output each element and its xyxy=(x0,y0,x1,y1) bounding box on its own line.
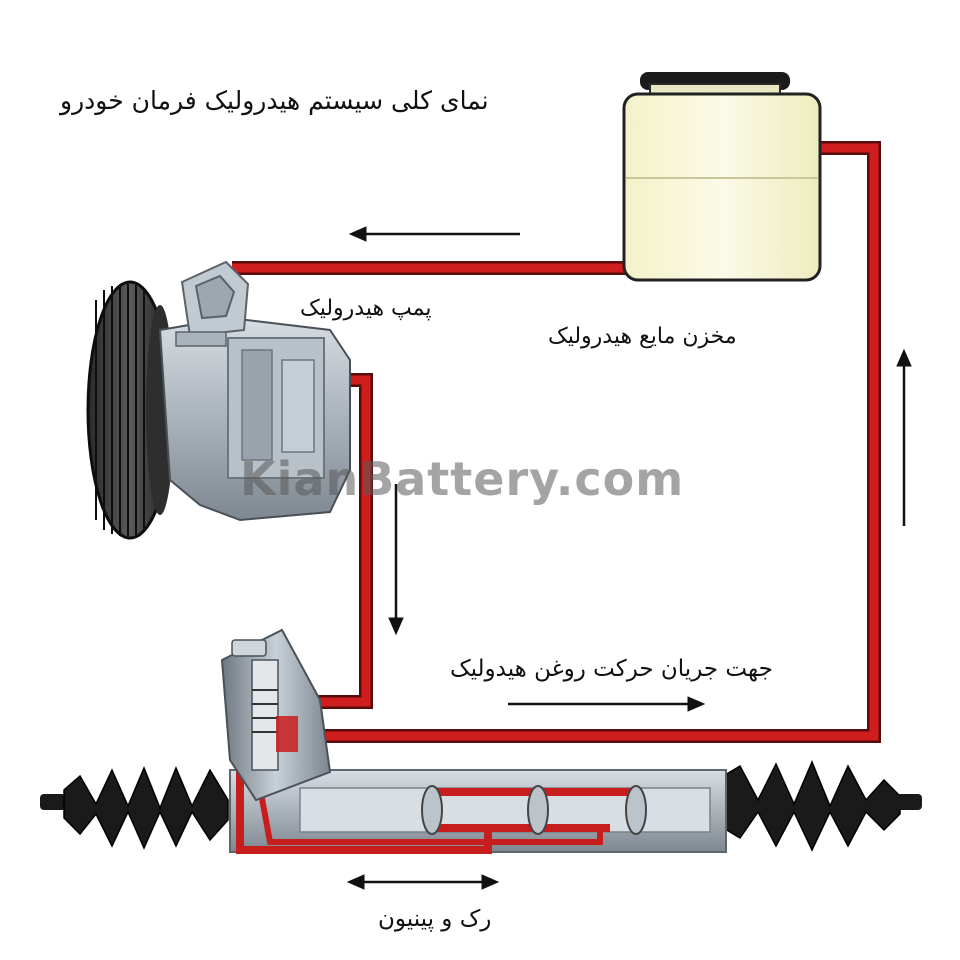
reservoir-label: مخزن مایع هیدرولیک xyxy=(548,324,737,349)
arrow-double-rack xyxy=(346,874,500,890)
flow-direction-label: جهت جریان حرکت روغن هیدولیک xyxy=(450,656,773,682)
arrow-up-right xyxy=(896,348,912,526)
arrow-left-top xyxy=(348,226,520,242)
arrow-down-middle xyxy=(388,484,404,636)
arrow-right-bottom xyxy=(508,696,706,712)
diagram-title: نمای کلی سیستم هیدرولیک فرمان خودرو xyxy=(60,86,489,115)
right-boot xyxy=(719,760,922,852)
rack-and-pinion-assembly xyxy=(40,628,922,854)
flow-arrows xyxy=(346,226,912,890)
hydraulic-pump xyxy=(86,260,351,540)
hydraulic-lines xyxy=(232,141,881,743)
rack-and-pinion-label: رک و پینیون xyxy=(378,906,492,932)
hydraulic-reservoir xyxy=(622,72,822,282)
left-boot xyxy=(40,766,229,850)
pump-label: پمپ هیدرولیک xyxy=(300,296,432,321)
watermark: KianBattery.com xyxy=(240,452,685,506)
pinion-valve xyxy=(220,628,332,802)
